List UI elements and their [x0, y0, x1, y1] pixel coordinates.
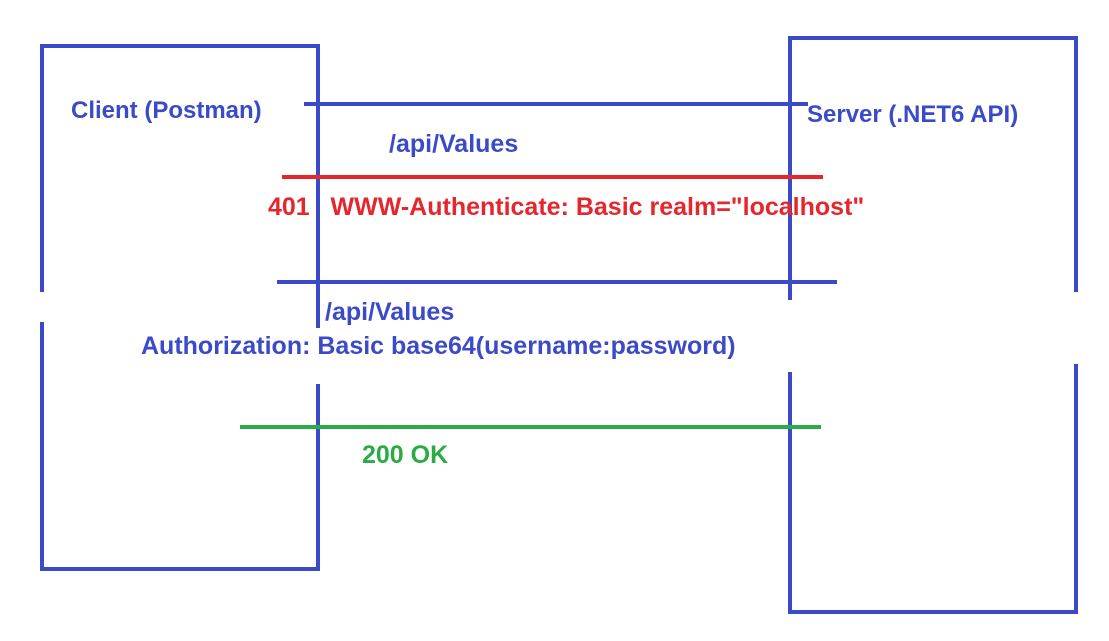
- server-label: Server (.NET6 API): [807, 101, 1019, 128]
- response-401-text: 401 WWW-Authenticate: Basic realm="local…: [268, 193, 865, 221]
- client-right-gap: [313, 328, 323, 384]
- request-line-2: [277, 280, 837, 284]
- response-line-401: [282, 175, 823, 179]
- server-right-gap: [1072, 292, 1084, 364]
- authorization-header-text: Authorization: Basic base64(username:pas…: [141, 332, 736, 360]
- client-box-gap: [36, 292, 46, 322]
- client-label: Client (Postman): [71, 97, 262, 124]
- request-path-2: /api/Values: [325, 298, 455, 326]
- server-left-gap: [784, 300, 794, 372]
- response-200-text: 200 OK: [362, 441, 449, 469]
- request-line-1: [304, 102, 808, 106]
- request-path-1: /api/Values: [389, 130, 519, 158]
- response-line-200: [240, 425, 821, 429]
